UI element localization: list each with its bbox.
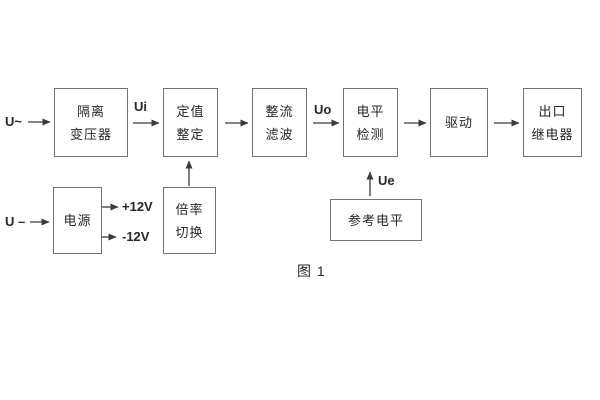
block-reference-level: 参考电平 <box>330 199 422 241</box>
block-output-relay: 出口 继电器 <box>523 88 582 157</box>
block-setpoint-adjust: 定值 整定 <box>163 88 218 157</box>
block-label: 参考电平 <box>347 212 404 228</box>
block-label: 驱动 <box>444 115 473 130</box>
rail-label-pos12v: +12V <box>122 199 153 214</box>
block-ratio-switch: 倍率 切换 <box>163 187 216 254</box>
block-label: 检测 <box>356 126 385 142</box>
signal-label-ui: Ui <box>134 99 147 114</box>
block-label: 电平 <box>356 103 385 119</box>
block-label: 滤波 <box>265 126 294 142</box>
signal-label-uo: Uo <box>314 102 332 117</box>
block-label: 整定 <box>176 126 205 142</box>
block-label: 出口 <box>538 103 567 119</box>
rail-label-neg12v: -12V <box>122 229 150 244</box>
block-label: 倍率 <box>175 201 204 217</box>
block-label: 整流 <box>265 103 294 119</box>
input-label-dc: U – <box>5 214 26 229</box>
block-power-supply: 电源 <box>53 187 102 254</box>
input-label-ac: U~ <box>5 114 22 129</box>
block-label: 切换 <box>175 224 204 240</box>
block-label: 定值 <box>176 103 205 119</box>
figure-caption: 图 1 <box>297 263 326 279</box>
block-level-detect: 电平 检测 <box>343 88 398 157</box>
block-label: 变压器 <box>69 126 112 142</box>
signal-label-ue: Ue <box>378 173 395 188</box>
block-isolation-transformer: 隔离 变压器 <box>54 88 128 157</box>
block-label: 电源 <box>63 213 92 228</box>
block-drive: 驱动 <box>430 88 488 157</box>
block-rectifier-filter: 整流 滤波 <box>252 88 307 157</box>
block-label: 隔离 <box>76 103 105 119</box>
block-label: 继电器 <box>531 126 574 142</box>
